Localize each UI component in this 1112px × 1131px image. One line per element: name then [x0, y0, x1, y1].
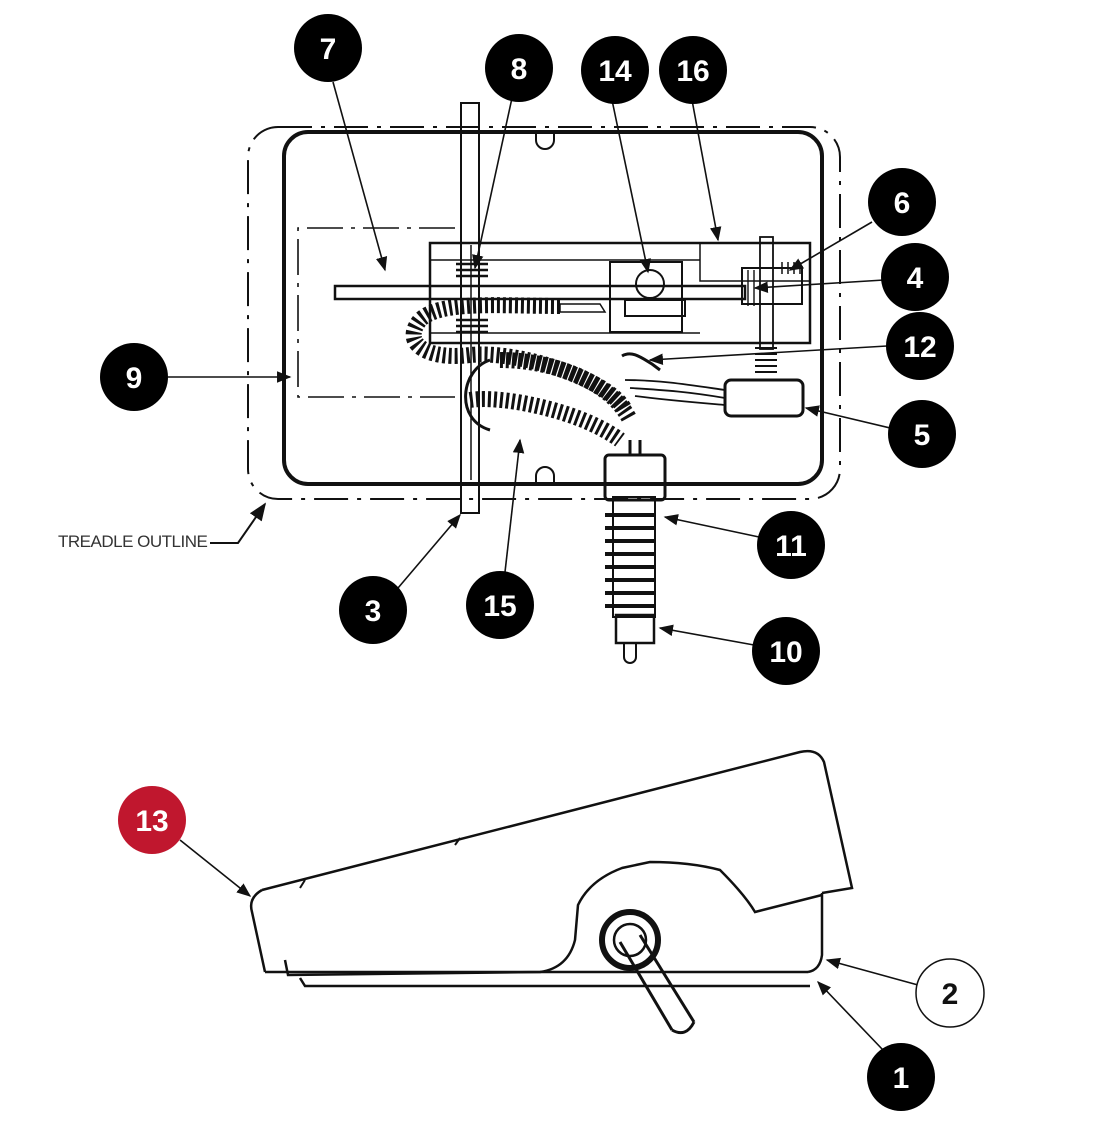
switch-plate [428, 241, 812, 345]
callout-9: 9 [100, 343, 168, 411]
callout-9-number: 9 [126, 362, 143, 395]
callout-4-number: 4 [907, 262, 924, 295]
callout-bubbles: 7 8 14 16 6 4 12 5 9 11 3 15 10 13 2 1 [100, 14, 985, 1111]
callout-1: 1 [867, 1043, 935, 1111]
side-view [249, 749, 854, 1035]
treadle-outline-leader [210, 502, 267, 544]
callout-4-circle [881, 243, 949, 311]
callout-7-number: 7 [320, 33, 337, 66]
capacitor [723, 378, 805, 418]
callout-11: 11 [757, 511, 825, 579]
cord-grommet [599, 909, 661, 971]
callout-10: 10 [752, 617, 820, 685]
callout-3-circle [339, 576, 407, 644]
callout-5: 5 [888, 400, 956, 468]
callout-1-circle [867, 1043, 935, 1111]
callout-6: 6 [868, 168, 936, 236]
callout-12-circle [886, 312, 954, 380]
callout-7: 7 [294, 14, 362, 82]
callout-10-circle [752, 617, 820, 685]
top-view [247, 102, 841, 664]
callout-14-number: 14 [598, 55, 632, 88]
callout-13: 13 [118, 786, 186, 854]
callout-6-circle [868, 168, 936, 236]
callout-16-circle [659, 36, 727, 104]
callout-5-number: 5 [914, 419, 931, 452]
callout-11-circle [757, 511, 825, 579]
callout-3-number: 3 [365, 595, 382, 628]
callout-16: 16 [659, 36, 727, 104]
callout-11-number: 11 [775, 530, 807, 563]
callout-8-number: 8 [511, 53, 528, 86]
actuator-bar [333, 284, 747, 301]
callout-12: 12 [886, 312, 954, 380]
callout-8-circle [485, 34, 553, 102]
callout-13-circle [118, 786, 186, 854]
callout-14: 14 [581, 36, 649, 104]
callout-12-number: 12 [903, 331, 936, 364]
callout-15-number: 15 [483, 590, 516, 623]
callout-15-circle [466, 571, 534, 639]
callout-10-number: 10 [769, 636, 802, 669]
callout-14-circle [581, 36, 649, 104]
strain-relief [603, 453, 667, 502]
callout-8: 8 [485, 34, 553, 102]
treadle-outline-label: TREADLE OUTLINE [58, 532, 207, 551]
callout-7-circle [294, 14, 362, 82]
callout-13-number: 13 [135, 805, 168, 838]
callout-9-circle [100, 343, 168, 411]
callout-6-number: 6 [894, 187, 911, 220]
callout-3: 3 [339, 576, 407, 644]
callout-2-number: 2 [942, 978, 959, 1011]
callout-2-circle [915, 958, 985, 1028]
leader-lines [168, 81, 919, 1051]
corrugated-cord [405, 297, 633, 415]
callout-15: 15 [466, 571, 534, 639]
callout-4: 4 [881, 243, 949, 311]
inner-frame-9 [297, 227, 455, 398]
treadle-outline-dashed [247, 126, 841, 500]
callout-16-number: 16 [676, 55, 709, 88]
pedal-top [261, 749, 854, 895]
callout-5-circle [888, 400, 956, 468]
callout-1-number: 1 [893, 1062, 910, 1095]
callout-2: 2 [915, 958, 985, 1028]
